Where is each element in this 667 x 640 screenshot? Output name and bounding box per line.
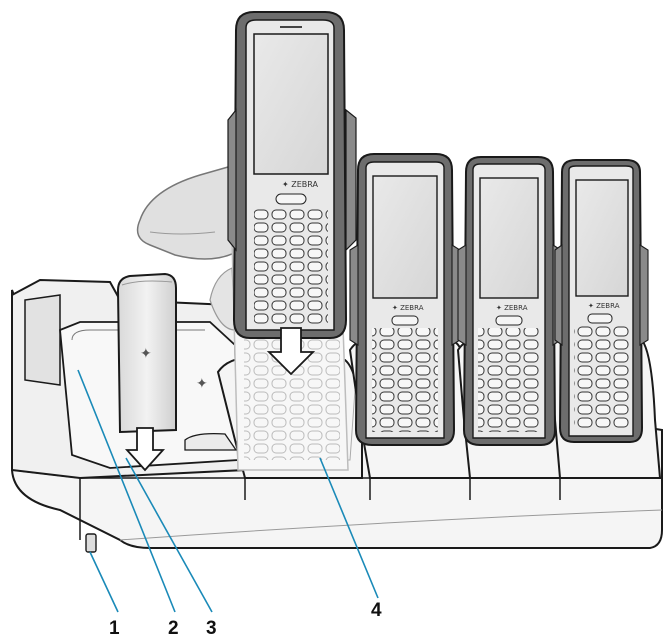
callout-line-3 — [125, 457, 213, 613]
zebra-logo-icon: ✦ — [140, 346, 152, 362]
mobile-computer-inserting: ✦ ZEBRA — [227, 11, 357, 339]
callout-line-2 — [77, 369, 176, 613]
battery-led-icon — [85, 533, 97, 553]
spare-battery: ✦ — [116, 272, 177, 434]
callout-labels: 1 2 3 4 — [109, 600, 382, 639]
device-keypad — [254, 208, 328, 326]
hand-icon — [136, 164, 241, 331]
callout-3: 3 — [206, 618, 217, 639]
mobile-computer-seated-1: ✦ ZEBRA — [349, 153, 461, 446]
zebra-logo-icon: ✦ — [196, 376, 208, 392]
mobile-computer-seated-2: ✦ ZEBRA — [457, 156, 562, 446]
callout-line-4 — [319, 457, 379, 599]
down-arrow-icon — [266, 327, 316, 376]
down-arrow-icon — [124, 427, 166, 472]
callout-1: 1 — [109, 618, 120, 639]
zebra-logo-icon: ✦ ZEBRA — [496, 304, 528, 312]
zebra-logo-icon: ✦ ZEBRA — [588, 302, 620, 310]
zebra-logo-icon: ✦ ZEBRA — [392, 304, 424, 312]
callout-line-1 — [89, 551, 119, 613]
mobile-computer-seated-3: ✦ ZEBRA — [554, 159, 649, 443]
device-screen — [253, 33, 329, 175]
zebra-logo-icon: ✦ ZEBRA — [282, 180, 319, 189]
callout-leaders — [77, 369, 379, 613]
callout-2: 2 — [168, 618, 179, 639]
callout-4: 4 — [371, 600, 382, 621]
